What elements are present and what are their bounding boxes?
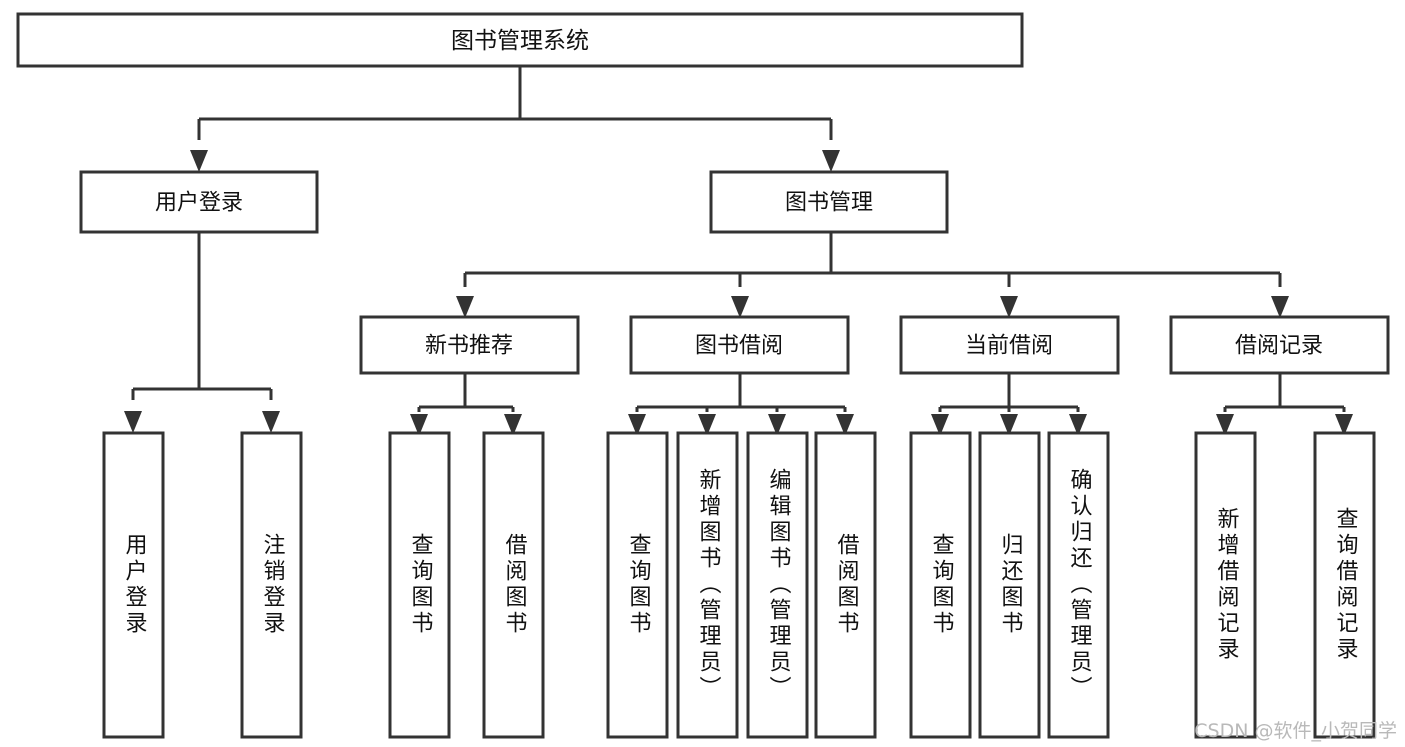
node-book-borrow-box[interactable] bbox=[629, 315, 850, 375]
connector-layer bbox=[124, 66, 1353, 436]
node-book-management[interactable]: 图书管理 bbox=[709, 170, 949, 234]
arrow-to-newbook bbox=[456, 296, 474, 318]
node-user-login[interactable]: 用户登录 bbox=[79, 170, 319, 234]
leaf-box-current-borrow-2[interactable] bbox=[978, 431, 1041, 739]
leaf-box-book-borrow-4[interactable] bbox=[814, 431, 877, 739]
leaf-box-borrow-record-1[interactable] bbox=[1194, 431, 1257, 739]
node-root[interactable]: 图书管理系统 bbox=[16, 12, 1024, 68]
leaf-box-book-borrow-3[interactable] bbox=[746, 431, 809, 739]
arrow-to-bookmgmt bbox=[822, 150, 840, 172]
node-current-borrow[interactable]: 当前借阅 bbox=[899, 315, 1120, 375]
leaf-boxes-user-login bbox=[102, 431, 303, 739]
node-new-book-recommend-box[interactable] bbox=[359, 315, 580, 375]
leaf-boxes-borrow-record bbox=[1194, 431, 1376, 739]
node-book-borrow[interactable]: 图书借阅 bbox=[629, 315, 850, 375]
node-borrow-record[interactable]: 借阅记录 bbox=[1169, 315, 1390, 375]
node-new-book-recommend[interactable]: 新书推荐 bbox=[359, 315, 580, 375]
node-root-box[interactable] bbox=[16, 12, 1024, 68]
node-book-management-box[interactable] bbox=[709, 170, 949, 234]
node-user-login-label: 用户登录 bbox=[155, 191, 243, 216]
arrow-userlogin-leaf-1 bbox=[124, 411, 142, 433]
node-borrow-record-label: 借阅记录 bbox=[1235, 334, 1323, 359]
leaf-box-borrow-record-2[interactable] bbox=[1313, 431, 1376, 739]
node-new-book-recommend-label: 新书推荐 bbox=[425, 334, 513, 359]
leaf-boxes-current-borrow bbox=[909, 431, 1110, 739]
arrow-userlogin-leaf-2 bbox=[262, 411, 280, 433]
leaf-boxes-book-borrow bbox=[606, 431, 877, 739]
leaf-box-user-login-1[interactable] bbox=[102, 431, 165, 739]
node-book-borrow-label: 图书借阅 bbox=[695, 334, 783, 359]
node-borrow-record-box[interactable] bbox=[1169, 315, 1390, 375]
arrow-to-userlogin bbox=[190, 150, 208, 172]
node-root-label: 图书管理系统 bbox=[451, 28, 589, 54]
leaf-box-current-borrow-3[interactable] bbox=[1047, 431, 1110, 739]
node-current-borrow-box[interactable] bbox=[899, 315, 1120, 375]
leaf-box-book-borrow-1[interactable] bbox=[606, 431, 669, 739]
leaf-boxes-new-book bbox=[388, 431, 545, 739]
arrow-to-currentborrow bbox=[1000, 296, 1018, 318]
leaf-box-user-login-2[interactable] bbox=[240, 431, 303, 739]
leaf-box-book-borrow-2[interactable] bbox=[676, 431, 739, 739]
leaf-box-new-book-2[interactable] bbox=[482, 431, 545, 739]
node-book-management-label: 图书管理 bbox=[785, 191, 873, 216]
leaf-box-current-borrow-1[interactable] bbox=[909, 431, 972, 739]
node-current-borrow-label: 当前借阅 bbox=[965, 334, 1053, 359]
arrow-to-borrowrecord bbox=[1271, 296, 1289, 318]
leaf-box-new-book-1[interactable] bbox=[388, 431, 451, 739]
csdn-watermark: CSDN @软件_小贺同学 bbox=[1194, 720, 1397, 742]
arrow-to-bookborrow bbox=[731, 296, 749, 318]
node-user-login-box[interactable] bbox=[79, 170, 319, 234]
